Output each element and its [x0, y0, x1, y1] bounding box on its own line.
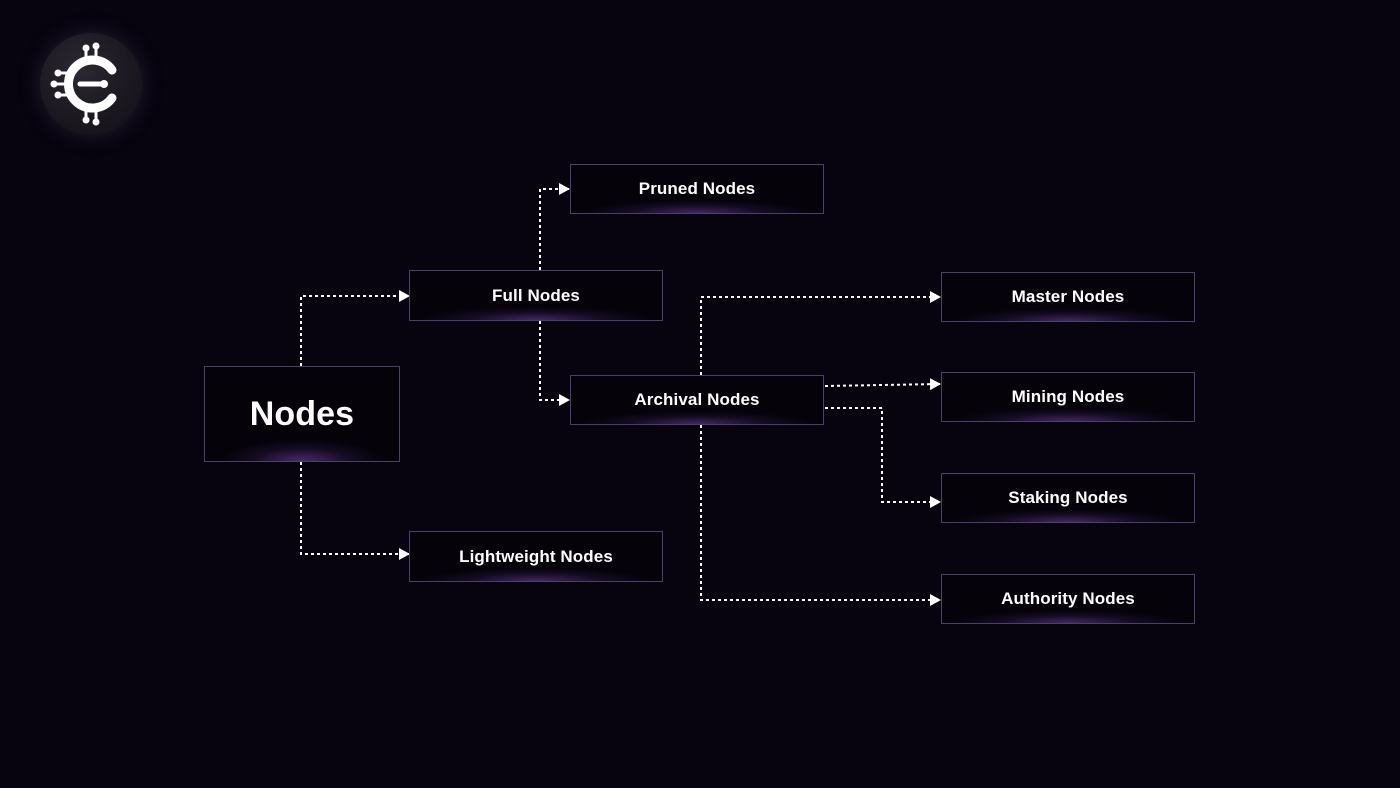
edge-nodes-to-full — [300, 290, 410, 366]
logo — [40, 33, 142, 135]
node-nodes-root: Nodes — [204, 366, 400, 462]
edge-nodes-to-lightweight — [300, 462, 410, 560]
edge-archival-to-staking — [825, 407, 941, 508]
node-staking: Staking Nodes — [941, 473, 1195, 523]
node-mining: Mining Nodes — [941, 372, 1195, 422]
node-archival: Archival Nodes — [570, 375, 824, 425]
edge-full-to-archival — [539, 321, 570, 406]
edge-archival-to-authority — [700, 425, 941, 606]
edge-archival-to-master — [700, 291, 941, 375]
edge-full-to-pruned — [539, 183, 570, 270]
node-pruned: Pruned Nodes — [570, 164, 824, 214]
node-master: Master Nodes — [941, 272, 1195, 322]
circuit-c-logo-icon — [50, 42, 117, 126]
node-authority: Authority Nodes — [941, 574, 1195, 624]
edge-archival-to-mining — [824, 378, 941, 391]
node-full: Full Nodes — [409, 270, 663, 321]
node-lightweight: Lightweight Nodes — [409, 531, 663, 582]
